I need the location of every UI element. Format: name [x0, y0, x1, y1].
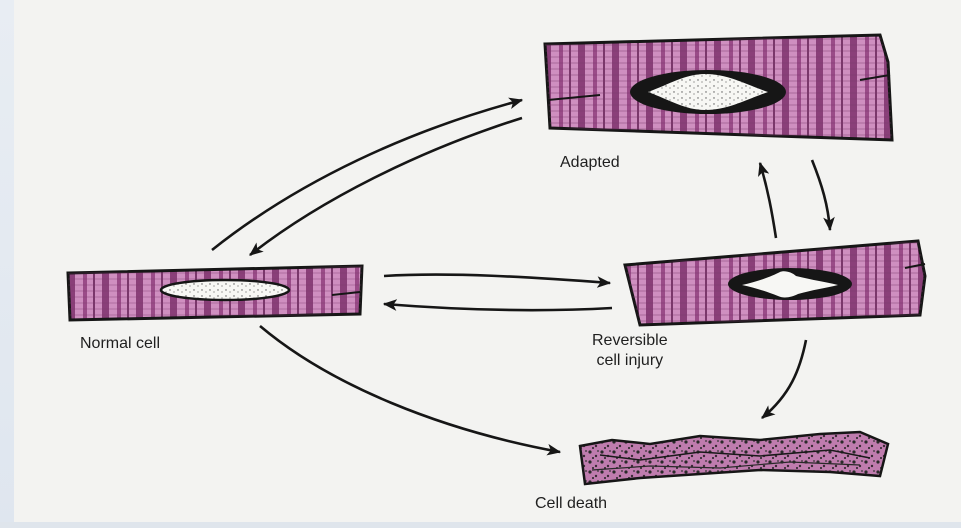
- arrow-reversible-to-normal: [384, 304, 612, 310]
- normal-cell-label: Normal cell: [80, 334, 160, 354]
- arrow-reversible-to-death: [762, 340, 806, 418]
- reversible-label-line2: cell injury: [592, 351, 668, 371]
- arrow-adapted-to-normal: [250, 118, 522, 255]
- arrow-normal-to-death: [260, 326, 560, 452]
- arrow-normal-to-reversible: [384, 275, 610, 283]
- reversible-injury-label: Reversible cell injury: [592, 331, 668, 371]
- arrow-normal-to-adapted: [212, 100, 522, 250]
- adapted-cell: [545, 35, 892, 140]
- normal-cell: [68, 266, 362, 320]
- normal-nucleus: [161, 280, 289, 300]
- adapted-label: Adapted: [560, 153, 620, 173]
- arrow-reversible-to-adapted: [760, 163, 776, 238]
- arrow-adapted-to-reversible: [812, 160, 830, 230]
- cell-death-label: Cell death: [535, 494, 607, 514]
- dead-cell: [580, 432, 888, 484]
- reversible-cell: [625, 241, 925, 325]
- reversible-label-line1: Reversible: [592, 331, 668, 351]
